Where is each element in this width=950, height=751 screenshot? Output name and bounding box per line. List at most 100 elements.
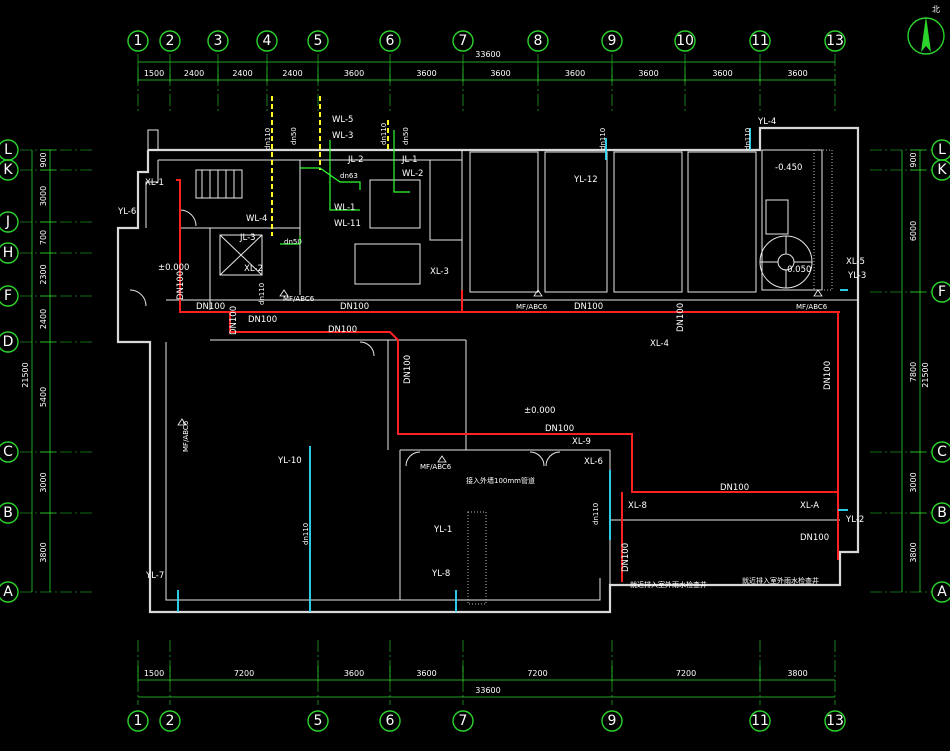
axis-top-label: 2 bbox=[166, 33, 175, 49]
axis-bottom-label: 13 bbox=[826, 713, 844, 729]
dim-right-span: 3000 bbox=[909, 472, 918, 492]
label-wl4: WL-4 bbox=[246, 214, 267, 224]
label-dn100-3: DN100 bbox=[340, 302, 369, 312]
axis-bottom-label: 6 bbox=[386, 713, 395, 729]
label-xl6: XL-6 bbox=[584, 457, 603, 467]
axis-bottom-11: 11 bbox=[749, 710, 771, 732]
label-dn110-2: dn110 bbox=[599, 128, 607, 150]
axis-right-label: B bbox=[937, 505, 947, 521]
dim-right-span: 3800 bbox=[909, 542, 918, 562]
label-dn100-v3: DN100 bbox=[403, 355, 413, 384]
axis-left-L: L bbox=[0, 139, 19, 161]
label-xl8: XL-8 bbox=[628, 501, 647, 511]
building-walls bbox=[116, 126, 860, 614]
axis-left-label: K bbox=[3, 162, 13, 178]
axis-left-label: F bbox=[4, 288, 12, 304]
label-dn100-v6: DN100 bbox=[676, 303, 686, 332]
axis-bottom-label: 9 bbox=[608, 713, 617, 729]
axis-left-D: D bbox=[0, 331, 19, 353]
axis-top-label: 13 bbox=[826, 33, 844, 49]
fire-extinguisher-icons bbox=[177, 289, 823, 463]
label-yl7: YL-7 bbox=[145, 571, 164, 581]
label-yl10: YL-10 bbox=[277, 456, 302, 466]
label-dn110-7: dn110 bbox=[380, 123, 388, 145]
axis-right-label: L bbox=[938, 142, 946, 158]
dim-bottom-span: 3800 bbox=[787, 669, 807, 678]
axis-top-label: 1 bbox=[134, 33, 143, 49]
label-dn100-6: DN100 bbox=[545, 424, 574, 434]
axis-left-F: F bbox=[0, 285, 19, 307]
axis-top-label: 5 bbox=[314, 33, 323, 49]
label-mf-2: MF/ABC6 bbox=[516, 303, 548, 311]
axis-bottom-label: 11 bbox=[751, 713, 769, 729]
label-dn110-4: dn110 bbox=[302, 523, 310, 545]
axis-left-K: K bbox=[0, 159, 19, 181]
label-xl5: XL-5 bbox=[846, 257, 865, 267]
fire-pipe-network bbox=[176, 179, 840, 582]
axis-top-3: 3 bbox=[207, 30, 229, 52]
axis-right-label: F bbox=[938, 284, 946, 300]
axis-left-label: C bbox=[3, 444, 13, 460]
axis-left-H: H bbox=[0, 242, 19, 264]
axis-bottom-label: 1 bbox=[134, 713, 143, 729]
label-dn110-1: dn110 bbox=[264, 128, 272, 150]
axis-bottom-2: 2 bbox=[159, 710, 181, 732]
label-dn110-3: dn110 bbox=[744, 128, 752, 150]
label-xl9: XL-9 bbox=[572, 437, 591, 447]
dim-right-total: 21500 bbox=[921, 362, 930, 387]
axis-right-K: K bbox=[931, 159, 950, 181]
rain-pipe-network bbox=[177, 128, 848, 612]
label-jl2: JL-2 bbox=[347, 155, 364, 165]
axis-left-C: C bbox=[0, 441, 19, 463]
dim-top-span: 3600 bbox=[787, 69, 807, 78]
axis-top-11: 11 bbox=[749, 30, 771, 52]
axis-bottom-1: 1 bbox=[127, 710, 149, 732]
label-dn63: dn63 bbox=[340, 172, 358, 180]
dim-top-span: 2400 bbox=[282, 69, 302, 78]
dim-top-span: 3600 bbox=[344, 69, 364, 78]
label-yl2: YL-2 bbox=[845, 515, 864, 525]
label-mf-1: MF/ABC6 bbox=[283, 295, 315, 303]
stair-right bbox=[759, 199, 813, 289]
label-xl1: XL-1 bbox=[145, 178, 164, 188]
label-xl4: XL-4 bbox=[650, 339, 669, 349]
dim-top-span: 3600 bbox=[565, 69, 585, 78]
pipe-labels: XL-1 YL-6 WL-4 JL-3 XL-2 dn50 MF/ABC6 ±0… bbox=[117, 115, 866, 589]
axis-left-label: H bbox=[3, 245, 14, 261]
label-dn100-v1: DN100 bbox=[176, 271, 186, 300]
axis-left-label: D bbox=[3, 334, 14, 350]
label-dn50-3: dn50 bbox=[290, 127, 298, 145]
axis-right-A: A bbox=[931, 581, 950, 603]
label-dn100-8: DN100 bbox=[800, 533, 829, 543]
dim-left-span: 3000 bbox=[39, 186, 48, 206]
dim-bottom-span: 3600 bbox=[344, 669, 364, 678]
axis-right-C: C bbox=[931, 441, 950, 463]
dim-left-span: 900 bbox=[39, 152, 48, 167]
axis-bottom-label: 5 bbox=[314, 713, 323, 729]
label-mf-4: MF/ABC6 bbox=[420, 463, 452, 471]
label-wl11: WL-11 bbox=[334, 219, 361, 229]
axis-right-label: C bbox=[937, 444, 947, 460]
label-wl5: WL-5 bbox=[332, 115, 353, 125]
sewage-pipe-network bbox=[271, 96, 389, 236]
dim-right-span: 6000 bbox=[909, 221, 918, 241]
dim-top-span: 2400 bbox=[184, 69, 204, 78]
label-dn100-4: DN100 bbox=[328, 325, 357, 335]
dim-bottom-span: 1500 bbox=[144, 669, 164, 678]
label-dn110-5: dn110 bbox=[592, 503, 600, 525]
axis-top-label: 6 bbox=[386, 33, 395, 49]
axis-top-label: 3 bbox=[214, 33, 223, 49]
axis-left-label: A bbox=[3, 584, 13, 600]
axis-bubbles-right: LK F C B A bbox=[931, 139, 950, 603]
axis-top-label: 11 bbox=[751, 33, 769, 49]
dim-left-span: 3800 bbox=[39, 542, 48, 562]
axis-right-label: A bbox=[937, 584, 947, 600]
dim-bottom-span: 7200 bbox=[234, 669, 254, 678]
axis-right-L: L bbox=[931, 139, 950, 161]
axis-top-8: 8 bbox=[527, 30, 549, 52]
